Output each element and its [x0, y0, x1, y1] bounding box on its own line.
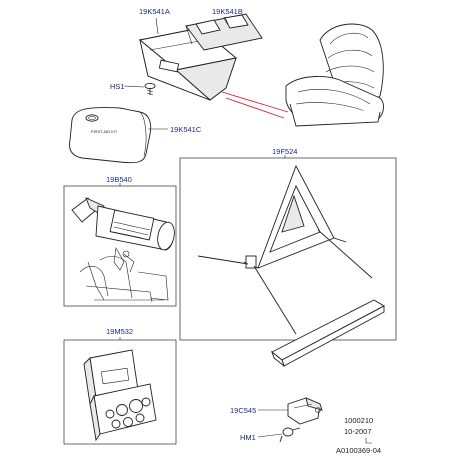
callout-19f524: 19F524: [272, 147, 297, 156]
location-line-1: [221, 91, 289, 113]
callout-19k541c: 19K541C: [170, 125, 202, 134]
reference-mark: [365, 438, 372, 444]
warning-triangle-panel: [179, 157, 397, 341]
extinguisher-bracket: [79, 247, 169, 303]
seat: [285, 23, 384, 127]
leader-lines: [119, 16, 288, 438]
location-line-2: [225, 97, 285, 119]
callout-19k541a: 19K541A: [139, 7, 170, 16]
tray-insert: [185, 13, 263, 51]
reference-block: 1000210 10-2007 A0100369-04: [336, 416, 381, 455]
bulb-kit: [83, 349, 157, 442]
fixing-hm1: [279, 427, 301, 443]
callout-19b540: 19B540: [106, 175, 132, 184]
first-aid-kit: FIRST AID KIT: [69, 107, 152, 164]
callout-19m532: 19M532: [106, 327, 133, 336]
callout-19k541b: 19K541B: [212, 7, 243, 16]
warning-triangle: [197, 164, 373, 335]
clip-19c545: [287, 397, 323, 425]
screw-hs1: [144, 82, 156, 96]
callout-hs1: HS1: [110, 82, 125, 91]
fire-extinguisher: [71, 197, 175, 251]
callout-hm1: HM1: [240, 433, 256, 442]
reference-number: 1000210: [344, 416, 373, 425]
first-aid-kit-label: FIRST AID KIT: [91, 129, 118, 134]
reference-date: 10-2007: [344, 427, 372, 436]
triangle-case: [271, 299, 385, 368]
drawing-id: A0100369-04: [336, 446, 381, 455]
callout-19c545: 19C545: [230, 406, 256, 415]
